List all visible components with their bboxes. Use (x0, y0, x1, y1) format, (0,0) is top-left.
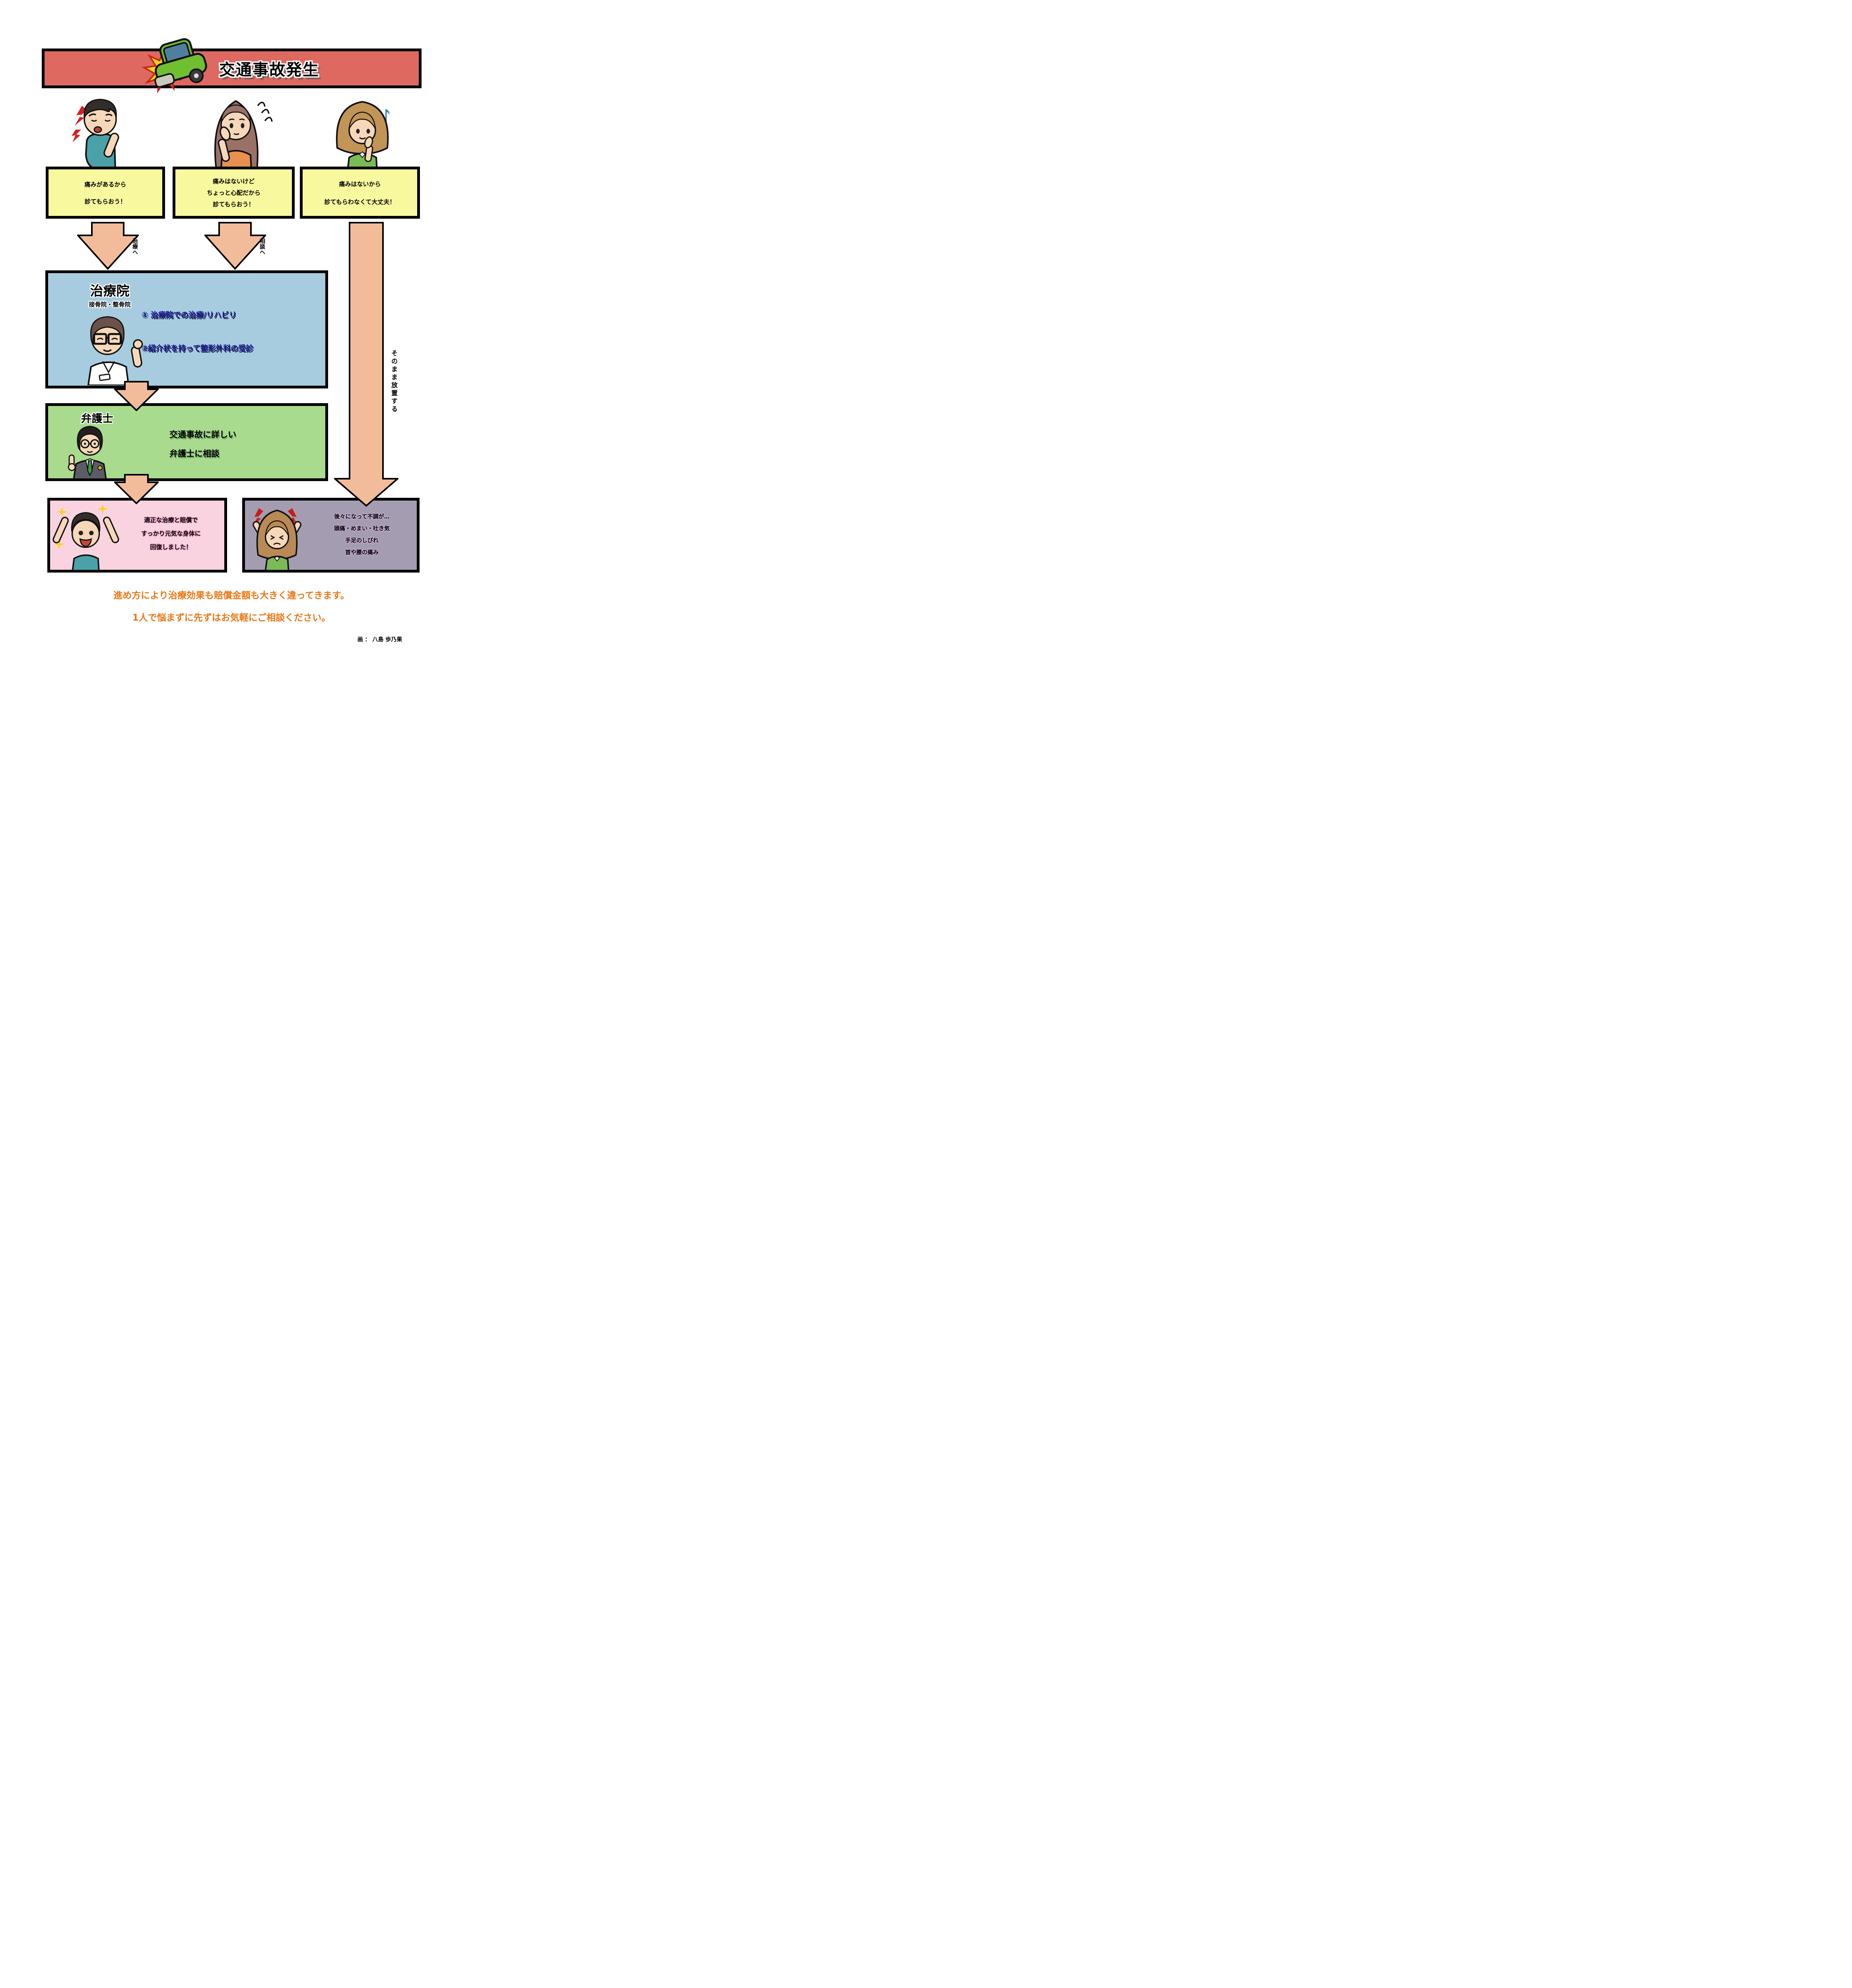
lawyer-illustration (56, 423, 124, 479)
lawyer-text-line-2: 弁護士に相談 (169, 449, 220, 458)
thought-line: 痛みはないけど (212, 178, 255, 185)
thought-box-worried: 痛みはないけど ちょっと心配だから 診てもらおう！ (173, 167, 295, 219)
lawyer-title: 弁護士 (81, 413, 113, 425)
banner-title: 交通事故発生 (219, 61, 319, 79)
neglect-arrow: そのまま放置する (334, 222, 398, 507)
neglect-result-text: 後々になって不調が… 頭痛・めまい・吐き気 手足のしびれ 首や腰の痛み (305, 511, 418, 559)
consult-arrow: 相談へ (204, 222, 266, 270)
neglect-arrow-label: そのまま放置する (390, 350, 398, 414)
neglect-line: 手足のしびれ (345, 538, 379, 544)
pain-bolt-icon (75, 106, 87, 126)
thought-line: 診てもらわなくて大丈夫！ (324, 198, 396, 206)
thought-line: 診てもらおう！ (213, 201, 255, 208)
consult-arrow-label: 相談へ (259, 238, 265, 255)
footer-message-line-1: 進め方により治療効果も賠償金額も大きく違ってきます。 (113, 590, 350, 601)
distressed-girl-illustration (247, 503, 307, 571)
carefree-woman-illustration (328, 95, 397, 170)
clinic-step-2: ②紹介状を持って整形外科の受診 (142, 344, 254, 353)
worried-woman-illustration (198, 92, 274, 170)
arrow-shape (114, 474, 159, 504)
footer-message-line-2: 1人で悩まずに先ずはお気軽にご相談ください。 (132, 613, 331, 623)
lawyer-box: 弁護士 交通事故に詳しい 弁護士に相談 (45, 403, 328, 481)
arrow-shape (204, 222, 266, 270)
arrow-shape (77, 222, 139, 270)
illustrator-credit: 画 ： 八島 歩乃果 (357, 637, 402, 643)
thought-box-no-pain: 痛みはないから 診てもらわなくて大丈夫！ (300, 167, 420, 219)
neglect-line: 後々になって不調が… (334, 514, 390, 520)
neglect-line: 頭痛・めまい・吐き気 (334, 526, 390, 532)
neglect-line: 首や腰の痛み (345, 549, 379, 556)
neglect-result-box: 後々になって不調が… 頭痛・めまい・吐き気 手足のしびれ 首や腰の痛み (242, 498, 420, 573)
flowchart-page: 交通事故発生 (0, 0, 463, 657)
arrow-shape (334, 222, 398, 507)
thought-line: 痛みがあるから (84, 181, 126, 188)
clinic-step-1: ① 治療院での治療/リハビリ (142, 311, 237, 319)
lawyer-to-recovery-arrow (114, 474, 159, 504)
clinic-subtitle: 接骨院・整骨院 (89, 301, 131, 308)
arrow-shape (114, 381, 159, 411)
crashed-car-icon (140, 37, 216, 95)
clinic-box: 治療院 接骨院・整骨院 ① 治療院での治療/リハビリ ②紹介状を持って整形外科の… (45, 270, 328, 388)
pain-bolt-icon (72, 130, 81, 142)
thought-line: ちょっと心配だから (206, 189, 260, 196)
recovery-box: 適正な治療と賠償で すっかり元気な身体に 回復しました！ (47, 498, 227, 573)
thought-line: 診てもらおう！ (84, 198, 126, 205)
injured-man-illustration (71, 95, 130, 170)
doctor-illustration (66, 313, 152, 385)
lawyer-text-line-1: 交通事故に詳しい (169, 430, 236, 439)
happy-boy-illustration (52, 502, 120, 571)
clinic-title: 治療院 (90, 283, 130, 299)
thought-line: 痛みはないから (339, 180, 381, 188)
recovery-line: 適正な治療と賠償で (144, 516, 198, 524)
recovery-text: 適正な治療と賠償で すっかり元気な身体に 回復しました！ (117, 513, 225, 554)
treatment-arrow: 治療へ (77, 222, 139, 270)
accident-banner: 交通事故発生 (42, 49, 422, 88)
pain-bolt-icon (288, 508, 298, 526)
clinic-to-lawyer-arrow (114, 381, 159, 411)
recovery-line: すっかり元気な身体に (141, 530, 201, 537)
recovery-line: 回復しました！ (150, 544, 192, 551)
treatment-arrow-label: 治療へ (132, 238, 138, 255)
thought-box-pain: 痛みがあるから 診てもらおう！ (46, 167, 165, 219)
